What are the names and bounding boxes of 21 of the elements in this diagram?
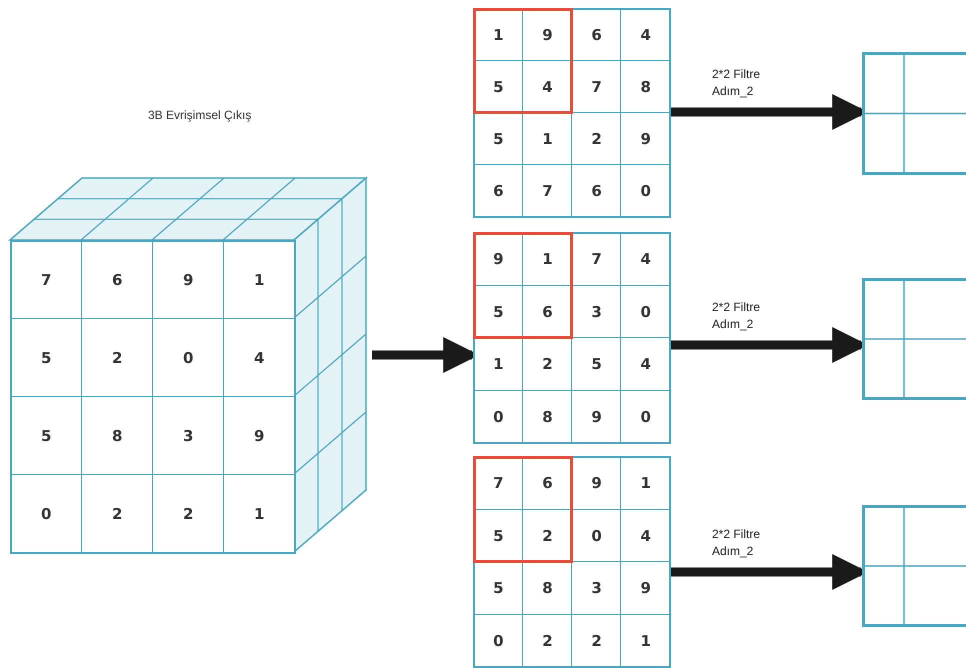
number-cell: 6 (571, 164, 622, 218)
number-cell: 3 (152, 396, 224, 476)
number-cell: 5 (571, 337, 622, 392)
number-cell: 9 (620, 561, 671, 616)
number-cell: 9 (223, 396, 296, 476)
number-cell: 2 (152, 474, 224, 554)
number-cell: 4 (620, 337, 671, 392)
number-cell: 2 (81, 474, 154, 554)
number-cell: 7 (522, 164, 573, 218)
number-cell: 2 (571, 112, 622, 166)
number-cell: 1 (223, 240, 296, 320)
number-cell: 0 (152, 318, 224, 398)
number-cell: 8 (620, 60, 671, 114)
number-cell: 1 (223, 474, 296, 554)
number-cell: 0 (620, 164, 671, 218)
number-cell: 2 (81, 318, 154, 398)
heading-text: 3B Evrişimsel Çıkış (148, 108, 252, 122)
number-cell: 9 (620, 112, 671, 166)
number-cell: 8 (81, 396, 154, 476)
number-cell: 3 (571, 561, 622, 616)
number-cell: 4 (223, 318, 296, 398)
